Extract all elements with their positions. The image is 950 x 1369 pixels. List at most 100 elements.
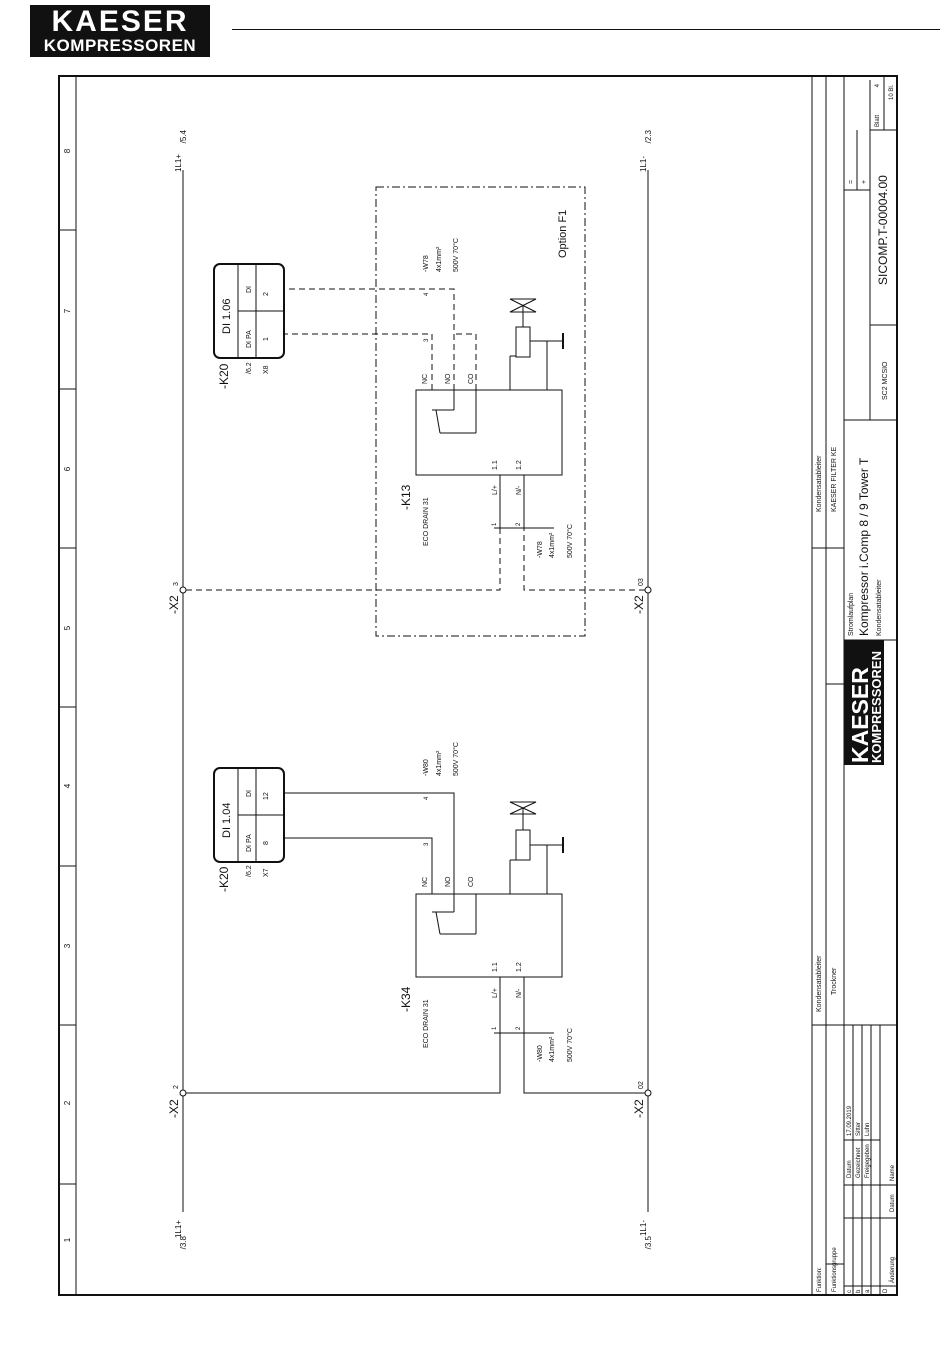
- column-number: 1: [63, 1237, 72, 1242]
- svg-text:DI: DI: [246, 286, 253, 293]
- svg-text:4: 4: [875, 83, 881, 87]
- svg-text:-W78: -W78: [537, 541, 544, 558]
- svg-text:+: +: [861, 180, 868, 184]
- group-b-sub: KAESER FILTER KE: [831, 446, 838, 512]
- svg-text:N/-: N/-: [516, 988, 523, 998]
- terminal-x2-02: -X2 02: [632, 1081, 652, 1118]
- svg-text:2: 2: [173, 1085, 180, 1089]
- svg-text:1: 1: [492, 522, 498, 526]
- svg-text:/6.2: /6.2: [246, 362, 253, 374]
- column-grid: 1 2 3 4 5 6 7 8: [59, 148, 76, 1242]
- svg-text:500V 70°C: 500V 70°C: [452, 742, 460, 776]
- svg-text:Freigegeben: Freigegeben: [865, 1144, 871, 1178]
- svg-text:12: 12: [263, 792, 270, 800]
- terminal-x2-2: -X2 2: [167, 1085, 187, 1118]
- svg-text:D: D: [883, 1288, 889, 1293]
- kaeser-logo: KAESER KOMPRESSOREN: [30, 5, 210, 57]
- tb-funktion: Funktion:: [817, 1267, 823, 1292]
- svg-text:4: 4: [424, 796, 430, 800]
- logo-line2: KOMPRESSOREN: [43, 36, 197, 55]
- svg-text:-X2: -X2: [167, 595, 181, 614]
- svg-text:03: 03: [638, 578, 645, 586]
- svg-text:DI 1.06: DI 1.06: [221, 299, 233, 334]
- svg-text:500V 70°C: 500V 70°C: [566, 1028, 574, 1062]
- svg-text:Luhn: Luhn: [865, 1123, 871, 1136]
- svg-text:Sitter: Sitter: [856, 1122, 862, 1136]
- svg-text:/6.2: /6.2: [246, 865, 253, 877]
- svg-text:3: 3: [173, 582, 180, 586]
- svg-text:-W80: -W80: [537, 1045, 544, 1062]
- cross-ref: /3.8: [179, 1235, 188, 1249]
- svg-text:1.2: 1.2: [516, 460, 523, 470]
- svg-text:X8: X8: [263, 365, 270, 374]
- svg-text:-W80: -W80: [423, 759, 430, 776]
- potential-label: 1L1-: [639, 156, 648, 172]
- svg-text:L/+: L/+: [492, 485, 499, 495]
- svg-text:1.2: 1.2: [516, 962, 523, 972]
- logo-line1: KAESER: [51, 5, 189, 38]
- svg-text:NO: NO: [445, 876, 452, 887]
- potential-label: 1L1-: [639, 1220, 648, 1236]
- svg-text:500V 70°C: 500V 70°C: [566, 524, 574, 558]
- tb-funktionsgruppe: Funktionsgruppe: [832, 1247, 838, 1292]
- svg-text:DI: DI: [246, 790, 253, 797]
- svg-text:NO: NO: [445, 373, 452, 384]
- circuit-k13: Option F1 1 2 NC NO CO 1.1 1.2 L/+ N/- -…: [186, 186, 645, 637]
- svg-text:b: b: [856, 1289, 862, 1293]
- plan-type: Stromlaufplan: [848, 593, 855, 636]
- svg-text:2: 2: [516, 1026, 522, 1030]
- svg-text:1.1: 1.1: [492, 962, 499, 972]
- svg-text:4: 4: [424, 292, 430, 296]
- column-number: 6: [63, 466, 72, 471]
- cross-ref: /2.3: [644, 129, 653, 143]
- svg-text:-K20: -K20: [217, 363, 231, 389]
- svg-text:4x1mm²: 4x1mm²: [549, 1036, 556, 1062]
- svg-text:3: 3: [424, 338, 430, 342]
- column-number: 5: [63, 625, 72, 630]
- svg-text:1: 1: [492, 1026, 498, 1030]
- group-a-sub: Trockner: [831, 967, 838, 995]
- header-rule: [232, 29, 940, 30]
- svg-text:02: 02: [638, 1081, 645, 1089]
- svg-text:Name: Name: [890, 1164, 896, 1181]
- cross-ref: /3.5: [644, 1235, 653, 1249]
- svg-text:NC: NC: [422, 877, 429, 887]
- svg-text:4x1mm²: 4x1mm²: [436, 246, 443, 272]
- svg-text:a: a: [865, 1289, 871, 1293]
- svg-text:DI 1.04: DI 1.04: [221, 803, 233, 838]
- svg-text:-K20: -K20: [217, 866, 231, 892]
- svg-text:2: 2: [263, 292, 270, 296]
- svg-text:2: 2: [516, 522, 522, 526]
- svg-text:10 Bl.: 10 Bl.: [889, 84, 895, 100]
- drain-type: ECO DRAIN 31: [423, 497, 430, 546]
- svg-text:4x1mm²: 4x1mm²: [436, 750, 443, 776]
- column-number: 4: [63, 783, 72, 788]
- svg-text:Datum: Datum: [890, 1194, 896, 1212]
- terminal-x2-3: -X2 3: [167, 582, 187, 614]
- svg-text:KOMPRESSOREN: KOMPRESSOREN: [869, 651, 884, 763]
- drain-tag: -K34: [399, 986, 413, 1012]
- drawing-title: Kompressor i.Comp 8 / 9 Tower T: [857, 457, 871, 636]
- svg-text:500V 70°C: 500V 70°C: [452, 238, 460, 272]
- sheet-frame: [58, 75, 898, 1296]
- svg-text:8: 8: [263, 841, 270, 845]
- svg-text:KAESER: KAESER: [847, 667, 873, 763]
- titleblock-logo: [844, 640, 884, 765]
- document-number: SICOMP.T-00004.00: [876, 175, 890, 285]
- title-block: Funktion: Funktionsgruppe Kondensatablei…: [812, 76, 898, 1295]
- svg-text:3: 3: [424, 842, 430, 846]
- circuit-k34: 1 2 NC NO CO 1.1 1.2 L/+ N/- -K34 ECO DR…: [186, 742, 645, 1094]
- svg-text:17.09.2019: 17.09.2019: [847, 1105, 853, 1136]
- option-label: Option F1: [557, 210, 569, 258]
- svg-text:L/+: L/+: [492, 988, 499, 998]
- cross-ref: /5.4: [179, 129, 188, 143]
- svg-text:Datum: Datum: [847, 1160, 853, 1178]
- svg-text:-W78: -W78: [423, 255, 430, 272]
- option-f1-frame: [375, 186, 586, 637]
- drain-tag: -K13: [399, 484, 413, 510]
- svg-text:-X2: -X2: [632, 1099, 646, 1118]
- eco-drain-k34: [415, 893, 563, 978]
- svg-text:1: 1: [263, 337, 270, 341]
- potential-label: 1L1+: [174, 1220, 183, 1238]
- terminal-x2-03: -X2 03: [632, 578, 652, 614]
